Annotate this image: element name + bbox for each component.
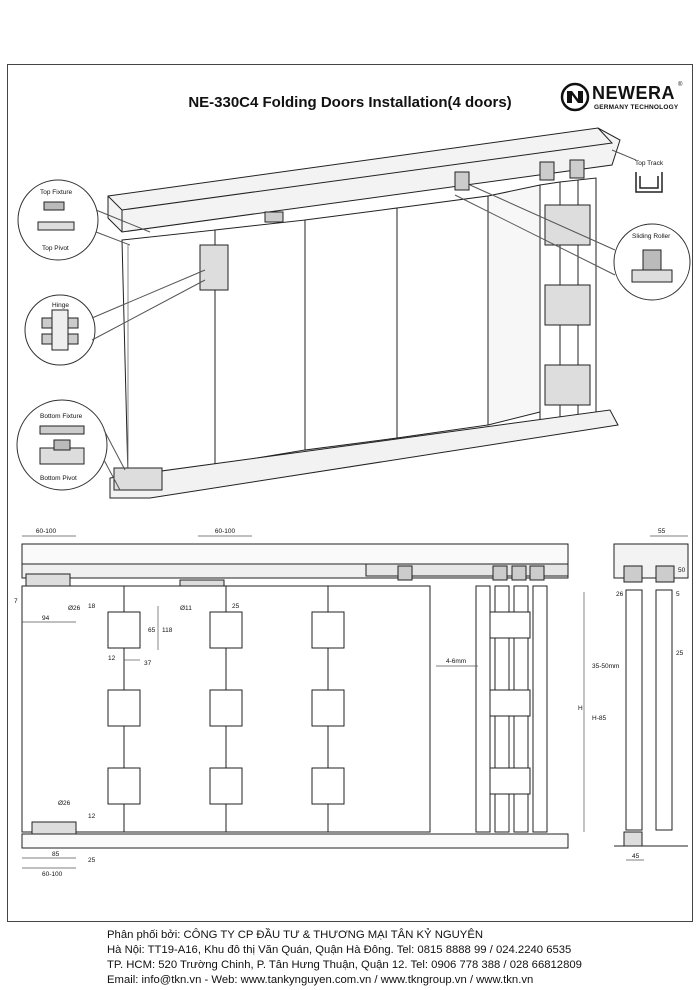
top-pivot-icon xyxy=(37,221,75,231)
dim-4-6mm: 4-6mm xyxy=(446,658,466,665)
top-rail xyxy=(21,543,569,565)
footer-contact: Email: info@tkn.vn - Web: www.tankynguye… xyxy=(107,974,534,986)
front-elevation-drawing: 60-100 60-100 7 18 Ø26 94 Ø11 25 65 118 … xyxy=(14,528,689,878)
dim-25-side: 25 xyxy=(676,650,684,657)
top-track-profile-icon xyxy=(635,172,663,193)
hinge-row-2 xyxy=(107,689,345,727)
dim-H-85: H-85 xyxy=(592,715,606,722)
dim-7: 7 xyxy=(14,598,18,605)
dim-12-a: 12 xyxy=(108,655,116,662)
label-top-fixture: Top Fixture xyxy=(40,189,73,196)
label-bottom-fixture: Bottom Fixture xyxy=(40,413,83,420)
drawing-frame xyxy=(7,64,693,922)
dim-25-top: 25 xyxy=(232,603,240,610)
callout-top-fixture xyxy=(17,179,99,261)
dim-11: Ø11 xyxy=(180,605,192,612)
dim-12-b: 12 xyxy=(88,813,96,820)
floor-plate xyxy=(109,409,619,499)
label-top-pivot: Top Pivot xyxy=(42,245,69,252)
dim-5: 5 xyxy=(676,591,680,598)
sliding-roller-icon xyxy=(631,249,673,283)
label-bottom-pivot: Bottom Pivot xyxy=(40,475,77,482)
dim-26-bottom: Ø26 xyxy=(58,800,71,807)
label-top-track: Top Track xyxy=(635,160,664,167)
dim-25-bottom: 25 xyxy=(88,857,96,864)
bottom-fixture-icon xyxy=(39,425,85,465)
brand-logo: NEWERA ® GERMANY TECHNOLOGY xyxy=(560,82,686,116)
floor-rail xyxy=(21,833,569,849)
brand-name: NEWERA xyxy=(592,83,675,103)
dim-26-side: 26 xyxy=(616,591,624,598)
dim-85: 85 xyxy=(52,851,60,858)
hinge-row-1 xyxy=(107,611,345,649)
dim-35-50mm: 35-50mm xyxy=(592,663,619,670)
dim-37: 37 xyxy=(144,660,152,667)
label-hinge: Hinge xyxy=(52,302,69,309)
brand-tagline: GERMANY TECHNOLOGY xyxy=(594,104,679,111)
dim-H: H xyxy=(578,705,583,712)
dim-60-100-mid: 60-100 xyxy=(215,528,236,535)
side-profile-door-b xyxy=(655,589,673,831)
side-profile-door-a xyxy=(625,589,643,831)
hinge-icon xyxy=(41,309,79,351)
drawing-title: NE-330C4 Folding Doors Installation(4 do… xyxy=(188,94,512,111)
dim-18: 18 xyxy=(88,603,96,610)
dim-118: 118 xyxy=(162,627,173,634)
newera-mark-icon xyxy=(560,82,590,112)
isometric-illustration: Top Fixture Top Pivot Hinge Bottom Fixtu… xyxy=(16,127,691,499)
dim-60-100-bottom: 60-100 xyxy=(42,871,63,878)
dim-60-100-top: 60-100 xyxy=(36,528,57,535)
dim-55: 55 xyxy=(658,528,666,535)
dim-50: 50 xyxy=(678,567,686,574)
label-sliding-roller: Sliding Roller xyxy=(632,233,671,240)
hinge-row-3 xyxy=(107,767,345,805)
distributor-footer: Phân phối bởi: CÔNG TY CP ĐẦU TƯ & THƯƠN… xyxy=(107,928,582,988)
footer-hanoi-address: Hà Nội: TT19-A16, Khu đô thị Văn Quán, Q… xyxy=(107,944,572,956)
footer-hcm-address: TP. HCM: 520 Trường Chinh, P. Tân Hưng T… xyxy=(107,959,582,971)
brand-registered: ® xyxy=(678,82,683,88)
dim-94: 94 xyxy=(42,615,50,622)
top-fixture-icon xyxy=(43,201,65,211)
dim-65: 65 xyxy=(148,627,156,634)
dim-45: 45 xyxy=(632,853,640,860)
dim-26-top: Ø26 xyxy=(68,605,81,612)
footer-distributor: Phân phối bởi: CÔNG TY CP ĐẦU TƯ & THƯƠN… xyxy=(107,929,484,941)
